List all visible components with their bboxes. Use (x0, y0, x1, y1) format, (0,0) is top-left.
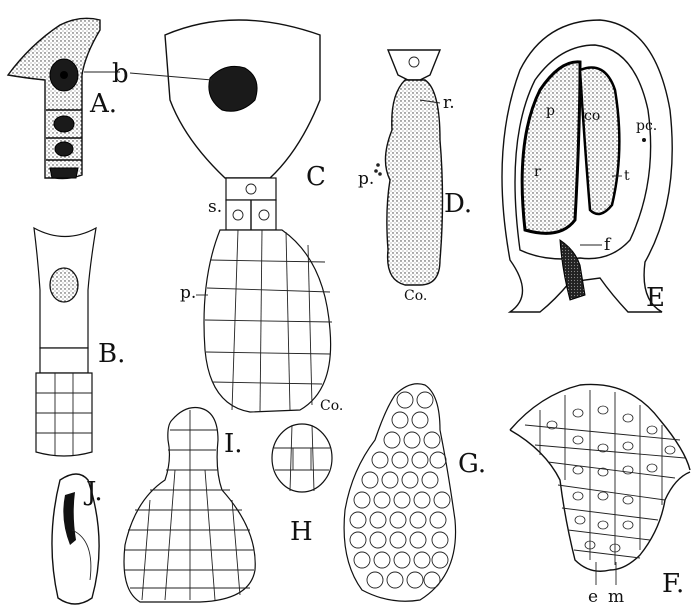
label-t-e: t (624, 168, 630, 184)
label-i: I. (224, 429, 243, 459)
label-s: s. (208, 197, 222, 217)
figure-b: B. (34, 228, 125, 456)
label-pc-e: pc. (636, 118, 657, 134)
label-r-e: r (534, 164, 541, 180)
figure-f: e m F. (510, 384, 690, 607)
label-p-e: p (546, 103, 555, 119)
label-h: H (290, 517, 313, 547)
label-m-f: m (608, 587, 624, 607)
label-g: G. (458, 449, 486, 479)
label-r-d: r. (443, 93, 455, 113)
figure-e: p co r t pc. f E (502, 20, 672, 313)
figure-c: b C s. p. Co. (112, 20, 343, 414)
label-b-fig: B. (98, 339, 125, 369)
figure-h: H (272, 424, 332, 547)
figure-a: A. (8, 18, 120, 178)
figure-j: J. (52, 474, 103, 604)
label-f: F. (662, 569, 684, 599)
label-p-d: p. (358, 169, 374, 189)
label-c: C (306, 162, 326, 192)
label-e: E (646, 283, 665, 313)
label-f-e: f (604, 235, 612, 255)
label-co-c: Co. (320, 398, 343, 414)
label-d: D. (444, 189, 472, 219)
figure-i: I. (124, 408, 255, 603)
label-e-f: e (588, 587, 598, 607)
figure-g: G. (344, 384, 486, 602)
label-co-d: Co. (404, 288, 427, 304)
label-co-e: co (584, 108, 600, 124)
label-a: A. (89, 89, 117, 119)
label-p-c: p. (180, 283, 196, 303)
figure-d: r. p. D. Co. (358, 50, 472, 304)
label-b: b (112, 59, 129, 89)
label-j: J. (83, 477, 103, 507)
